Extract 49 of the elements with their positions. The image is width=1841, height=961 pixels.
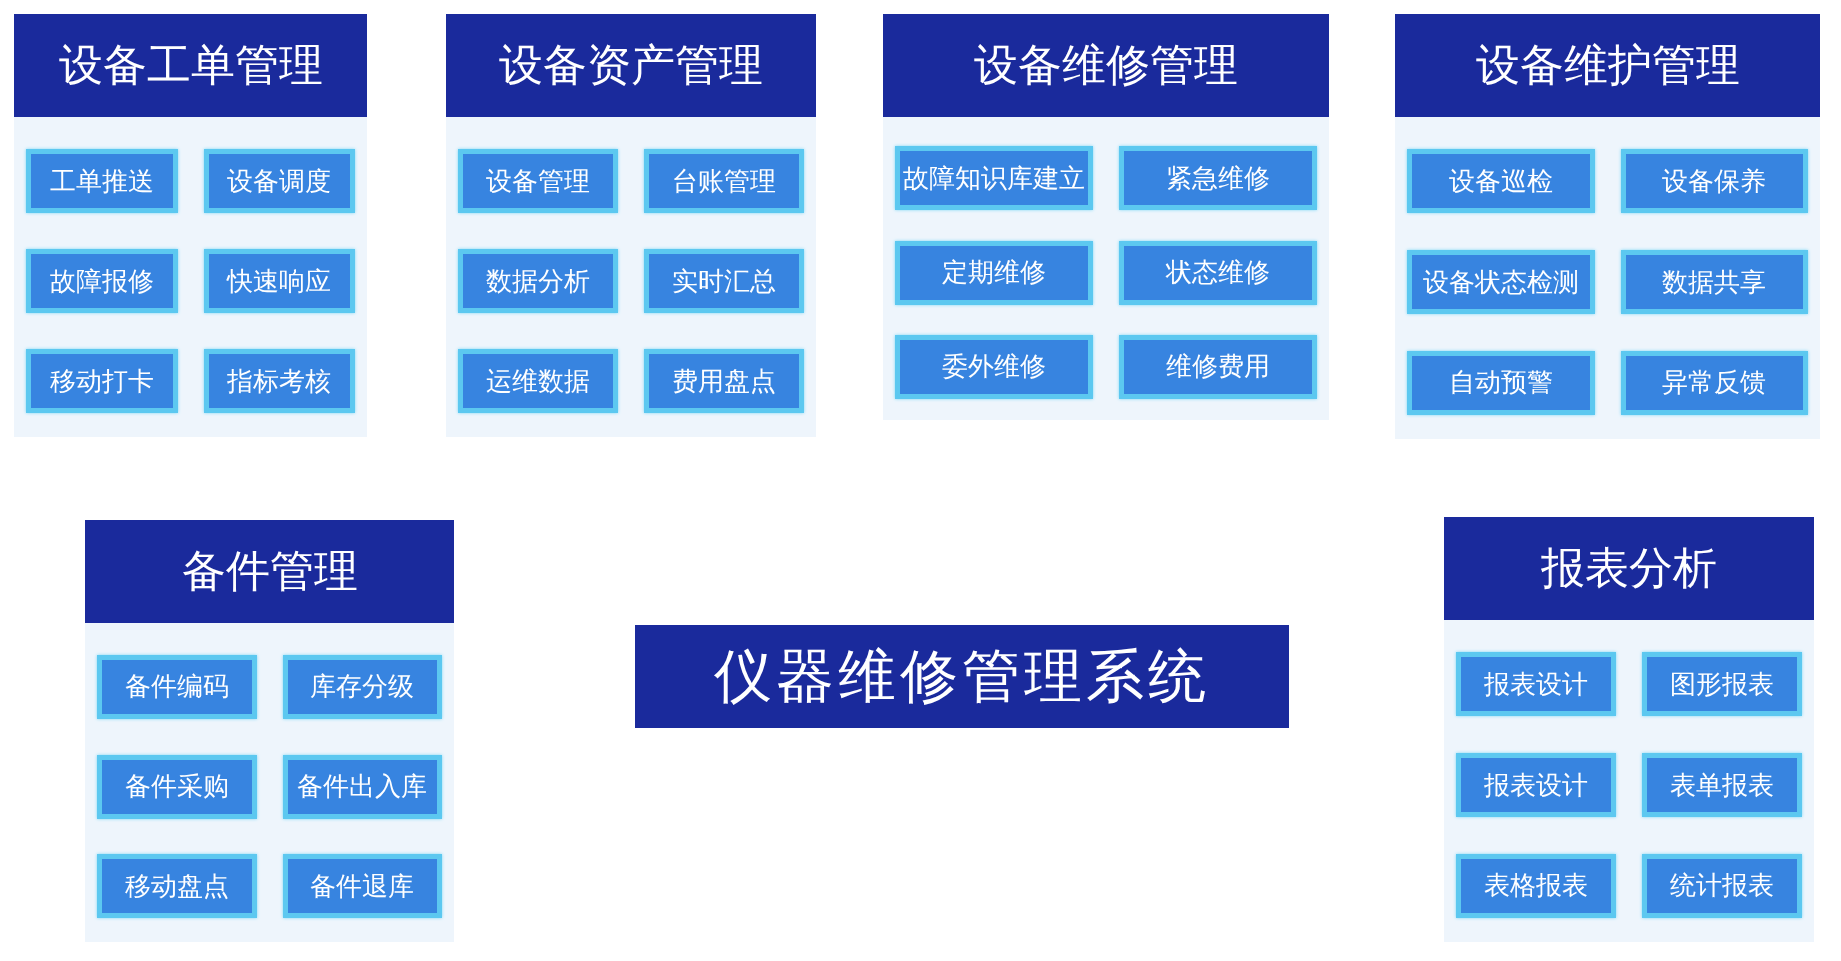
module-panel (1395, 14, 1820, 439)
feature-tile: 委外维修 (895, 334, 1093, 399)
feature-tile: 备件出入库 (282, 754, 442, 819)
feature-tile: 费用盘点 (644, 349, 804, 413)
feature-tile: 设备巡检 (1407, 149, 1595, 214)
feature-tile: 设备管理 (458, 149, 618, 213)
module-panel (446, 14, 816, 437)
feature-tile: 移动打卡 (26, 349, 178, 413)
feature-tile: 定期维修 (895, 240, 1093, 305)
feature-tile: 设备调度 (203, 149, 355, 213)
feature-tile: 紧急维修 (1119, 146, 1317, 211)
module-heading: 设备资产管理 (446, 14, 816, 117)
feature-tile: 表单报表 (1642, 753, 1802, 817)
feature-tile: 库存分级 (282, 654, 442, 719)
feature-tile: 表格报表 (1456, 853, 1616, 918)
feature-tile: 备件编码 (97, 654, 257, 719)
feature-tile: 报表设计 (1456, 753, 1616, 817)
module-heading: 备件管理 (85, 520, 454, 623)
feature-tile: 故障知识库建立 (895, 146, 1093, 211)
feature-tile: 报表设计 (1456, 652, 1616, 717)
feature-tile: 工单推送 (26, 149, 178, 213)
system-title: 仪器维修管理系统 (635, 625, 1289, 728)
feature-tile: 图形报表 (1642, 652, 1802, 717)
feature-tile: 数据分析 (458, 249, 618, 313)
feature-tile: 指标考核 (203, 349, 355, 413)
feature-tile: 实时汇总 (644, 249, 804, 313)
feature-tile: 异常反馈 (1620, 350, 1808, 415)
feature-tile: 快速响应 (203, 249, 355, 313)
feature-tile: 故障报修 (26, 249, 178, 313)
feature-tile: 数据共享 (1620, 250, 1808, 314)
feature-tile: 备件退库 (282, 854, 442, 919)
feature-tile: 统计报表 (1642, 853, 1802, 918)
feature-tile: 备件采购 (97, 754, 257, 819)
feature-tile: 运维数据 (458, 349, 618, 413)
module-panel (1444, 517, 1814, 942)
module-panel (85, 520, 454, 942)
feature-tile: 维修费用 (1119, 334, 1317, 399)
module-panel (883, 14, 1329, 420)
feature-tile: 台账管理 (644, 149, 804, 213)
feature-tile: 设备状态检测 (1407, 250, 1595, 314)
module-heading: 报表分析 (1444, 517, 1814, 620)
feature-tile: 自动预警 (1407, 350, 1595, 415)
module-heading: 设备工单管理 (14, 14, 367, 117)
module-heading: 设备维修管理 (883, 14, 1329, 117)
feature-tile: 设备保养 (1620, 149, 1808, 214)
feature-tile: 移动盘点 (97, 854, 257, 919)
module-panel (14, 14, 367, 437)
feature-tile: 状态维修 (1119, 240, 1317, 305)
module-heading: 设备维护管理 (1395, 14, 1820, 117)
